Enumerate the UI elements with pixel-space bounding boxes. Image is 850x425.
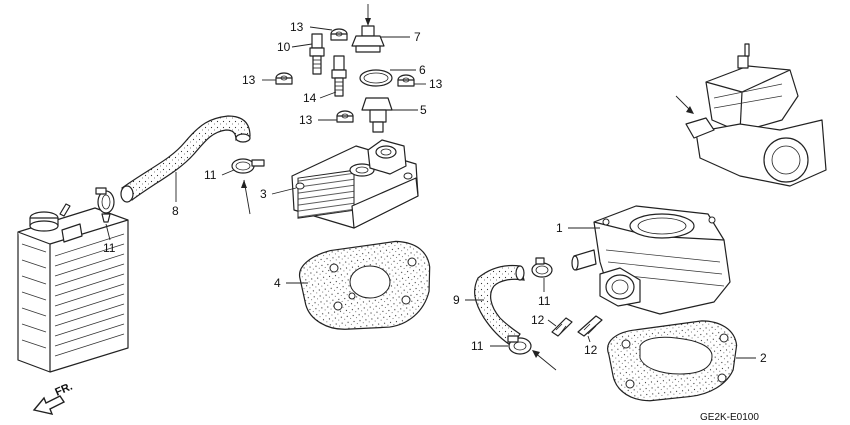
callout-3: 3 xyxy=(260,187,267,201)
stud-bolt-12a xyxy=(551,317,573,337)
callout-13-left: 13 xyxy=(242,73,256,87)
nut-13-right xyxy=(397,74,415,87)
callout-11-head: 11 xyxy=(204,168,217,182)
front-arrow-icon xyxy=(32,395,66,415)
callout-7: 7 xyxy=(414,30,421,44)
hose-clamp-head xyxy=(231,158,265,174)
thermo-sensor-5 xyxy=(361,97,393,133)
nut-13-left xyxy=(275,72,293,85)
arrow-head-icon xyxy=(241,180,247,188)
callout-13-lower: 13 xyxy=(299,113,313,127)
callout-4: 4 xyxy=(274,276,281,290)
callout-6: 6 xyxy=(419,63,426,77)
callout-2: 2 xyxy=(760,351,767,365)
callout-5: 5 xyxy=(420,103,427,117)
callout-11-radiator: 11 xyxy=(103,241,116,255)
hose-clamp-lower xyxy=(507,335,532,355)
arrow-head-icon xyxy=(532,350,540,358)
o-ring-6 xyxy=(359,69,393,87)
nut-13-top xyxy=(330,28,348,41)
cylinder-head-illustration xyxy=(291,139,419,229)
thermo-sensor-7 xyxy=(351,25,385,53)
callout-8: 8 xyxy=(172,204,179,218)
hose-upper xyxy=(120,115,251,203)
arrow-head-icon xyxy=(686,106,694,114)
engine-location-inset xyxy=(685,43,827,187)
callout-14: 14 xyxy=(303,91,317,105)
leader-lines xyxy=(105,26,756,359)
callout-9: 9 xyxy=(453,293,460,307)
callout-12-right: 12 xyxy=(584,343,598,357)
front-direction-indicator: FR. xyxy=(32,381,74,415)
callout-labels: 13 10 13 14 13 7 6 13 5 3 11 8 11 4 1 2 … xyxy=(103,20,767,365)
front-label: FR. xyxy=(53,381,74,399)
callout-11-lower: 11 xyxy=(471,339,484,353)
cylinder-illustration xyxy=(571,205,731,315)
hose-lower xyxy=(474,264,525,347)
radiator-illustration xyxy=(17,203,129,373)
hose-clamp-radiator xyxy=(95,187,115,223)
callout-10: 10 xyxy=(277,40,291,54)
arrow-down-icon xyxy=(365,18,371,26)
diagram-code: GE2K-E0100 xyxy=(700,412,759,423)
spark-plug-14 xyxy=(331,55,347,97)
callout-11-cylinder: 11 xyxy=(538,294,551,308)
callout-13-right: 13 xyxy=(429,77,443,91)
base-gasket-illustration xyxy=(607,320,738,402)
callout-1: 1 xyxy=(556,221,563,235)
callout-13-top: 13 xyxy=(290,20,304,34)
nut-13-lower xyxy=(336,110,354,123)
head-gasket-illustration xyxy=(298,240,431,330)
hose-clamp-cylinder xyxy=(531,257,553,278)
callout-12-left: 12 xyxy=(531,313,545,327)
spark-plug-10 xyxy=(309,33,325,75)
stud-bolt-12b xyxy=(577,315,603,337)
